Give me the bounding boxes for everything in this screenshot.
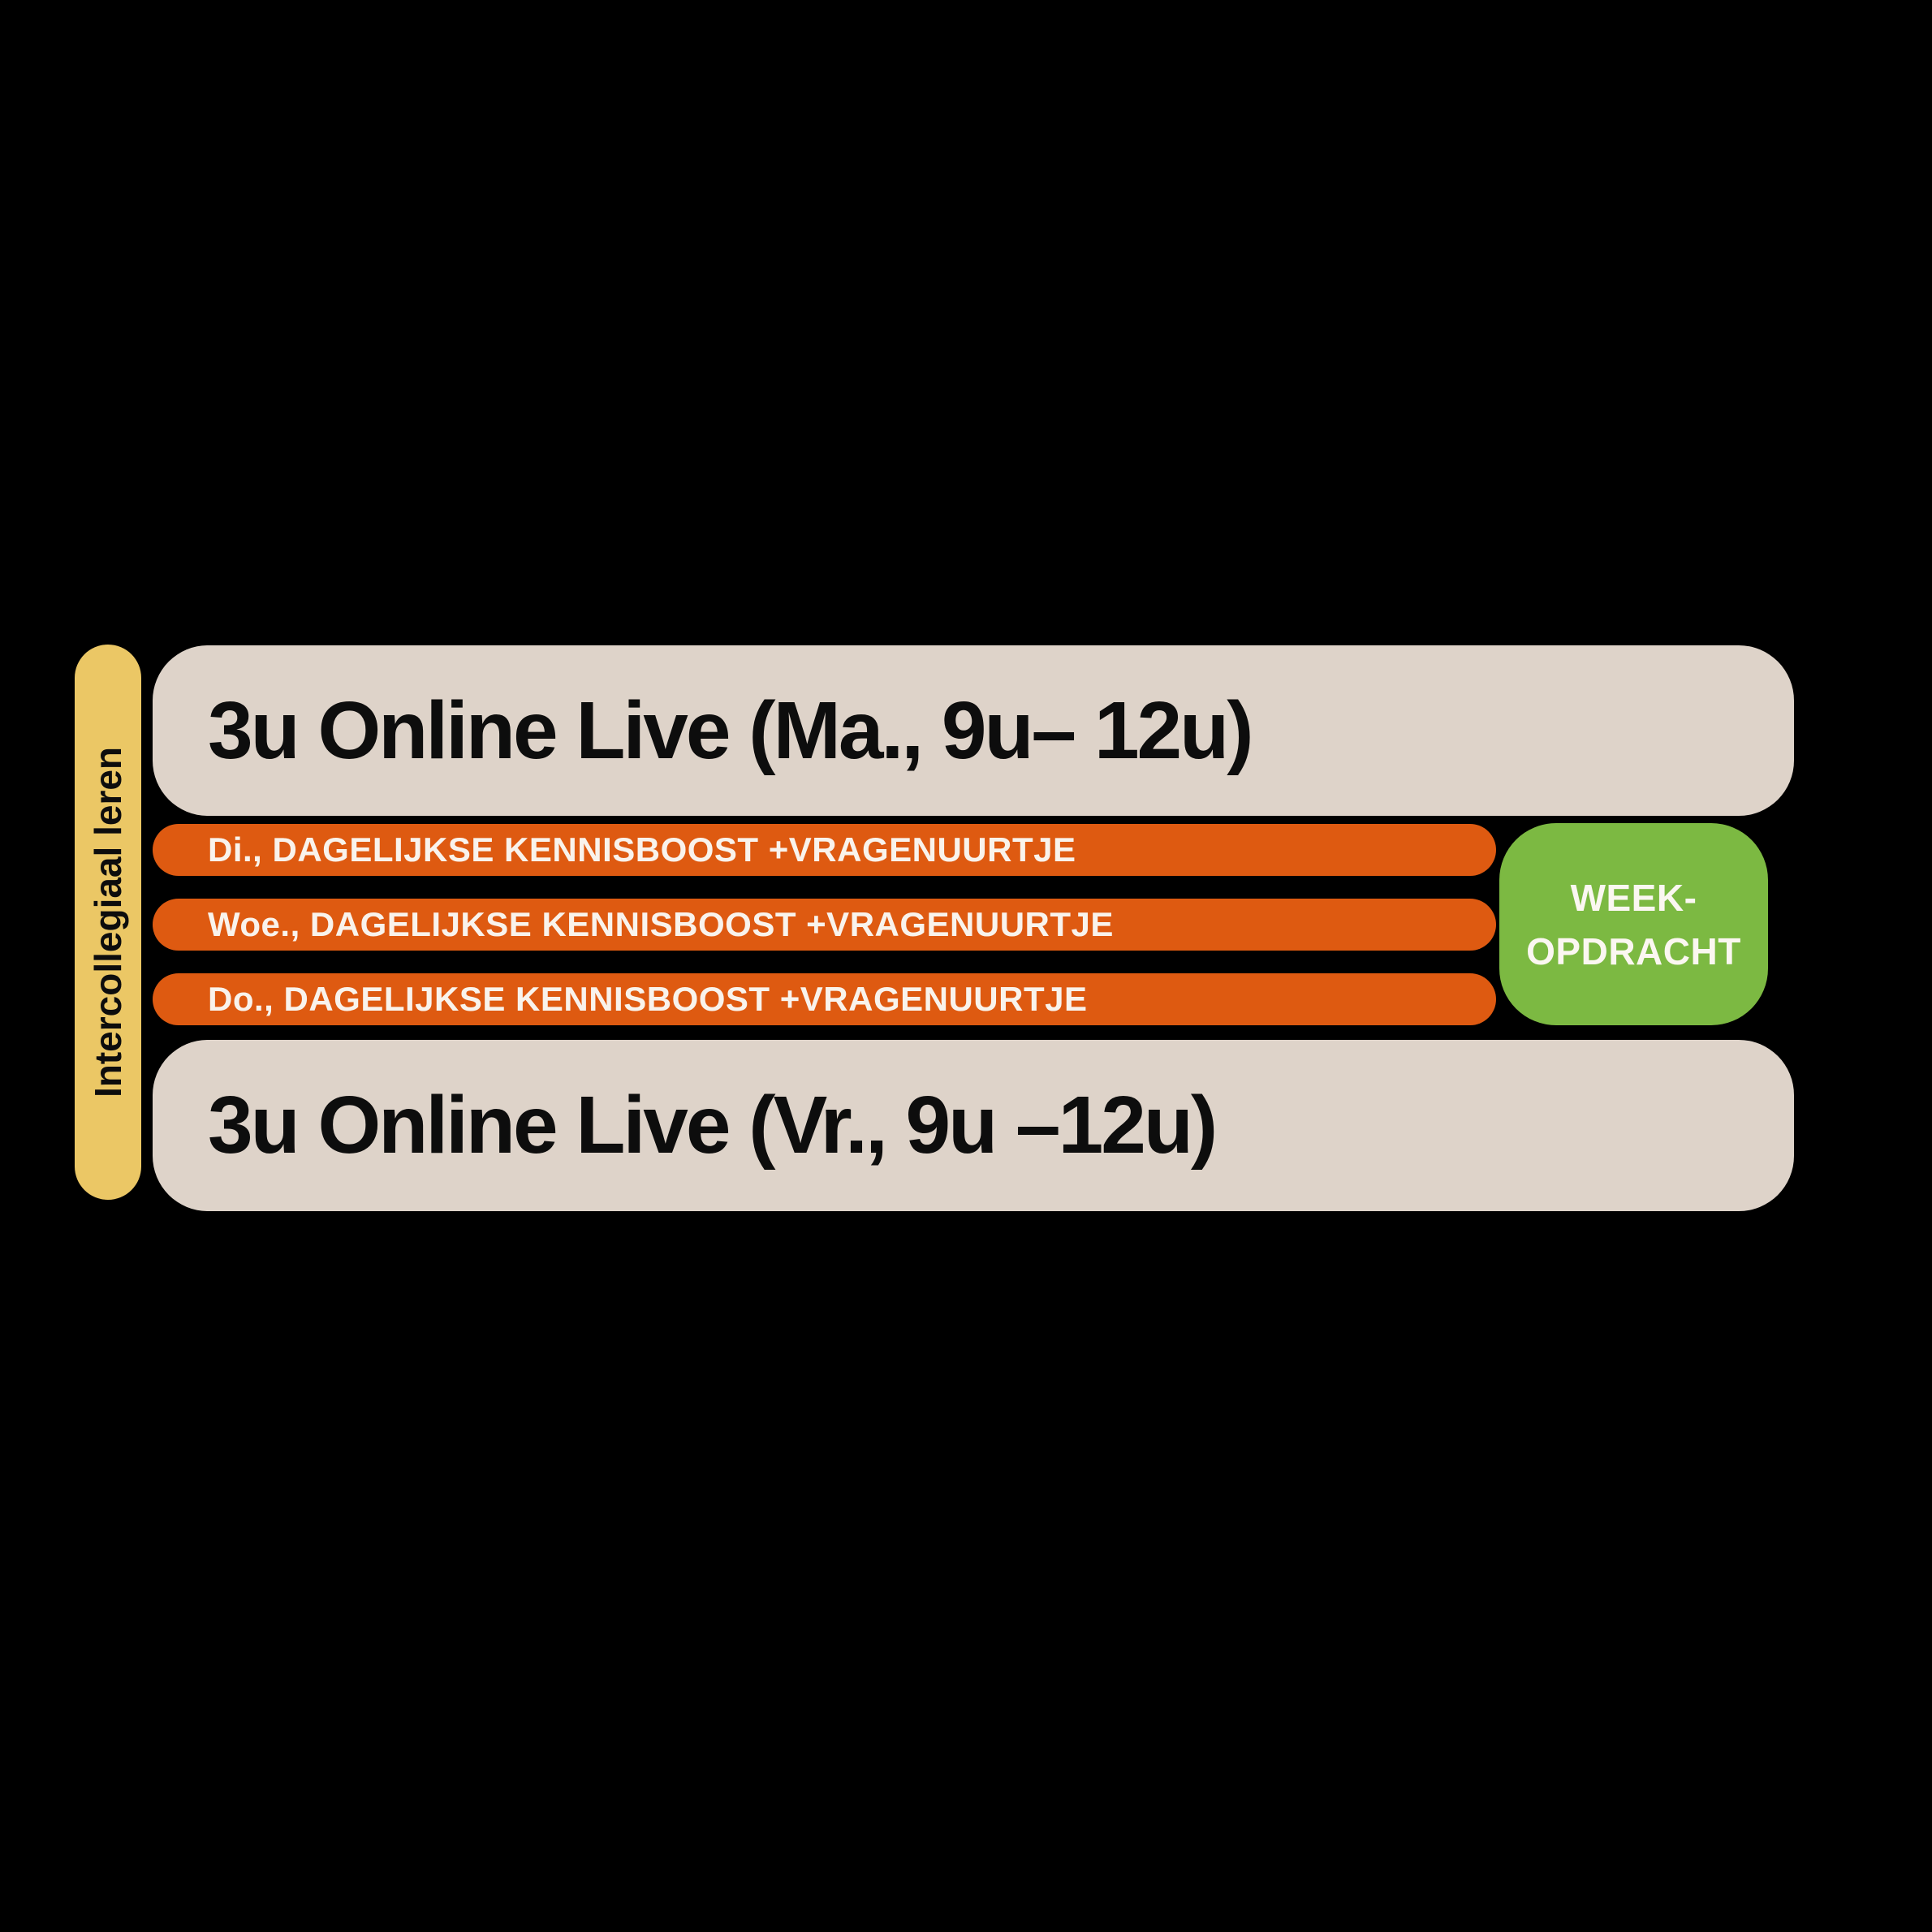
friday-session-label: 3u Online Live (Vr., 9u –12u) — [208, 1080, 1218, 1171]
friday-session-bar: 3u Online Live (Vr., 9u –12u) — [153, 1040, 1794, 1211]
week-assignment-card: WEEK- OPDRACHT — [1499, 823, 1768, 1025]
week-assignment-label-line1: WEEK- — [1570, 876, 1697, 919]
intercollegiaal-ribbon-label: Intercollegiaal leren — [87, 746, 129, 1098]
monday-session-label: 3u Online Live (Ma., 9u– 12u) — [208, 684, 1254, 776]
daily-bar-wednesday: Woe., DAGELIJKSE KENNISBOOST +VRAGENUURT… — [153, 899, 1496, 951]
daily-bar-tuesday-label: Di., DAGELIJKSE KENNISBOOST +VRAGENUURTJ… — [208, 830, 1076, 869]
monday-session-bar: 3u Online Live (Ma., 9u– 12u) — [153, 645, 1794, 816]
daily-bar-thursday: Do., DAGELIJKSE KENNISBOOST +VRAGENUURTJ… — [153, 973, 1496, 1025]
week-assignment-label-line2: OPDRACHT — [1526, 929, 1741, 972]
daily-bar-thursday-label: Do., DAGELIJKSE KENNISBOOST +VRAGENUURTJ… — [208, 980, 1088, 1018]
daily-bar-tuesday: Di., DAGELIJKSE KENNISBOOST +VRAGENUURTJ… — [153, 824, 1496, 876]
daily-bar-wednesday-label: Woe., DAGELIJKSE KENNISBOOST +VRAGENUURT… — [208, 905, 1114, 943]
intercollegiaal-ribbon: Intercollegiaal leren — [75, 645, 141, 1200]
